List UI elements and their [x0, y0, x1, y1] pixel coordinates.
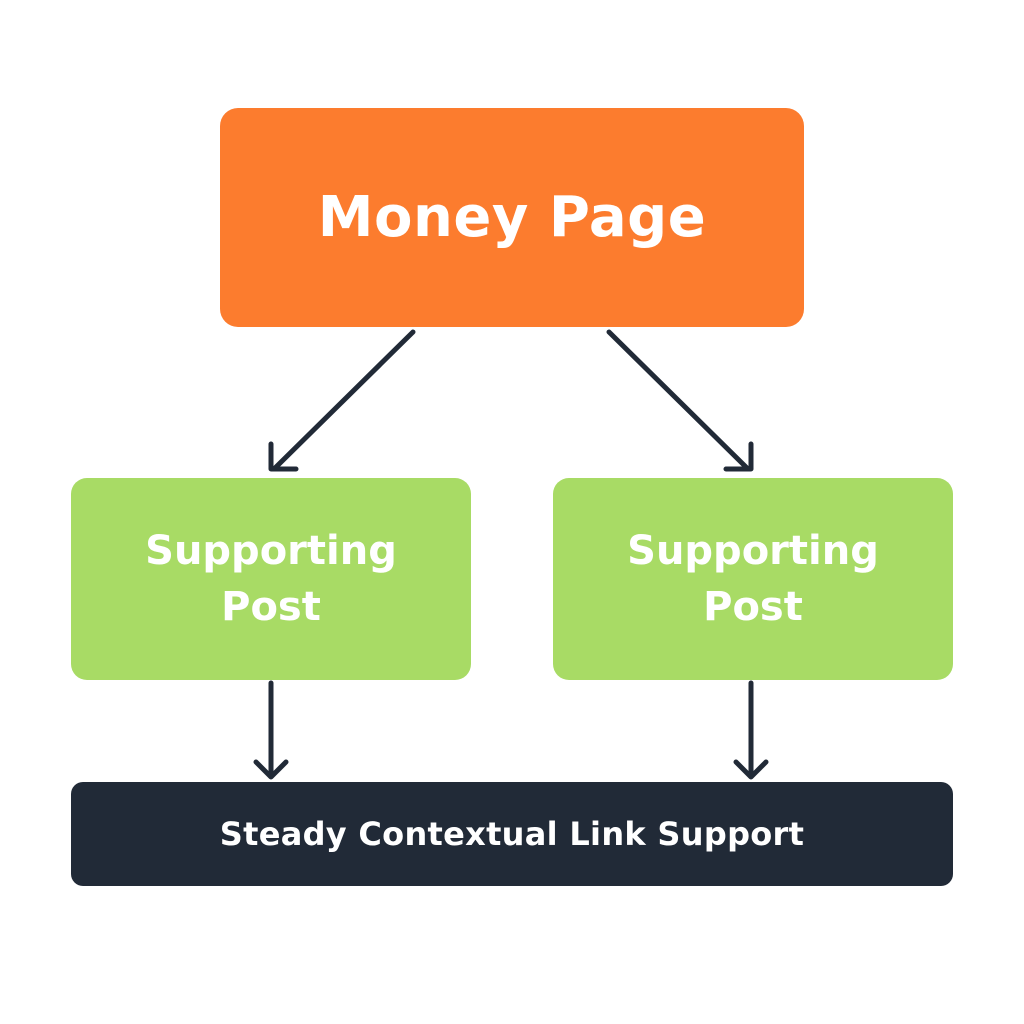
supporting-post-node-left: Supporting Post: [71, 478, 471, 680]
arrowhead-support-left-to-base: [253, 759, 289, 780]
supporting-post-label-left: Supporting Post: [145, 528, 397, 630]
arrow-money-to-support-left: [271, 329, 416, 472]
arrowhead-money-to-support-right: [723, 441, 754, 472]
arrowhead-money-to-support-left: [268, 441, 299, 472]
supporting-post-label-right: Supporting Post: [627, 528, 879, 630]
money-page-label: Money Page: [317, 185, 707, 250]
arrow-money-to-support-right: [606, 329, 751, 472]
link-support-base-label: Steady Contextual Link Support: [219, 815, 805, 853]
arrowhead-support-right-to-base: [733, 759, 769, 780]
link-support-base-node: Steady Contextual Link Support: [71, 782, 953, 886]
supporting-post-node-right: Supporting Post: [553, 478, 953, 680]
money-page-node: Money Page: [220, 108, 804, 327]
